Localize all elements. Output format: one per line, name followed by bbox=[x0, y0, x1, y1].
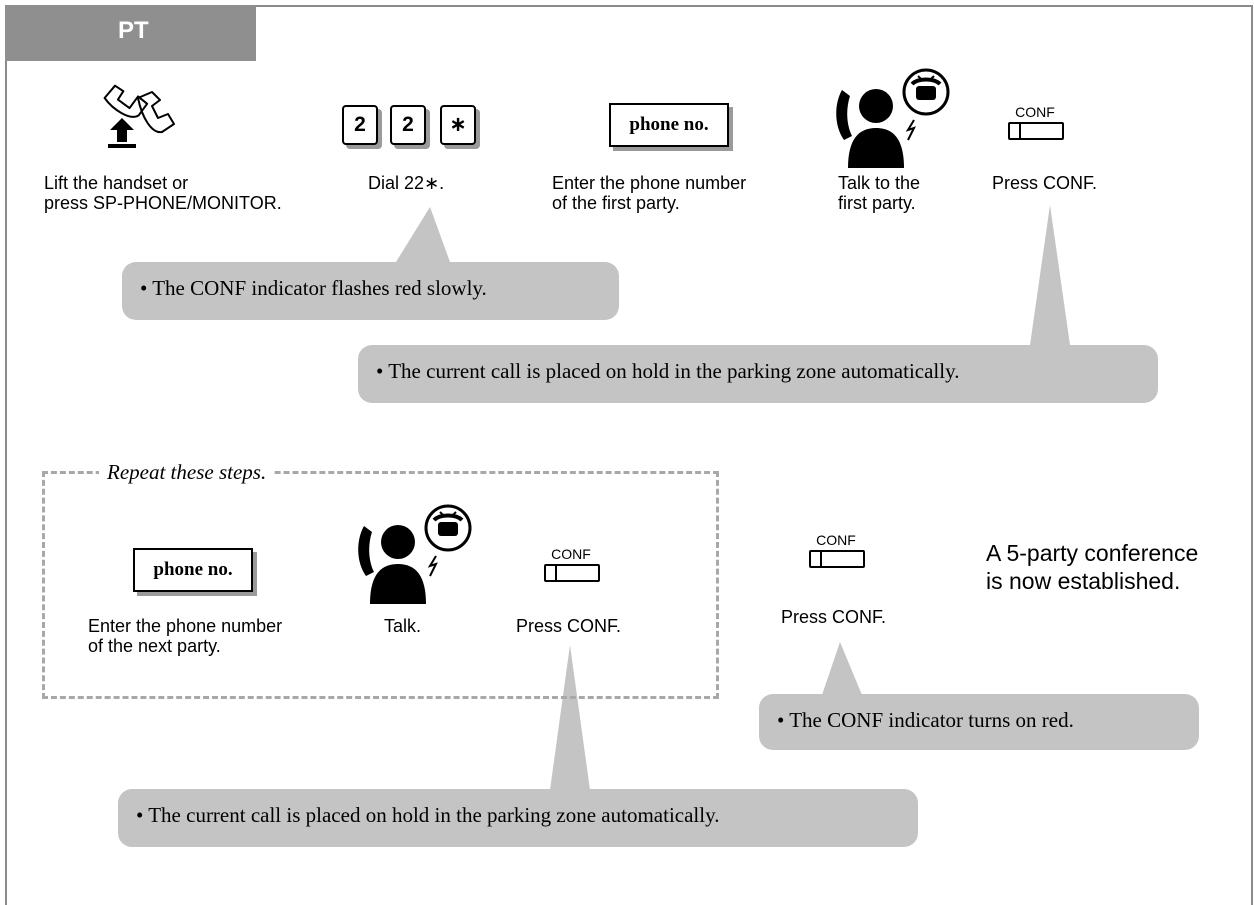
step-enter-next-caption: Enter the phone number of the next party… bbox=[88, 616, 283, 656]
handset-lift-icon bbox=[103, 84, 175, 148]
note-turns-on-red-text: • The CONF indicator turns on red. bbox=[777, 708, 1074, 732]
repeat-steps-box bbox=[42, 471, 719, 699]
conf-key-top: CONF bbox=[1004, 104, 1066, 144]
conf-key-final-label: CONF bbox=[816, 532, 856, 548]
step-talk-repeat-caption: Talk. bbox=[384, 616, 422, 636]
note-flashes-red: • The CONF indicator flashes red slowly. bbox=[122, 262, 619, 320]
phone-no-box-repeat: phone no. bbox=[133, 548, 253, 592]
result-text: A 5-party conference is now established. bbox=[986, 540, 1199, 594]
conf-key-repeat: CONF bbox=[540, 546, 602, 586]
page-frame bbox=[5, 5, 1253, 905]
note-hold-top: • The current call is placed on hold in … bbox=[358, 345, 1158, 403]
key-2-second: 2 bbox=[390, 105, 426, 145]
repeat-steps-label: Repeat these steps. bbox=[99, 460, 275, 485]
conf-button-repeat-icon bbox=[544, 564, 600, 582]
pointer-conf-repeat bbox=[550, 645, 590, 790]
pt-tab: PT bbox=[5, 5, 256, 61]
key-2-first: 2 bbox=[342, 105, 378, 145]
step-talk-caption: Talk to the first party. bbox=[838, 173, 921, 213]
step-dial-caption: Dial 22∗. bbox=[368, 173, 445, 193]
conf-button-final-icon bbox=[809, 550, 865, 568]
conf-key-repeat-label: CONF bbox=[551, 546, 591, 562]
note-hold-bottom: • The current call is placed on hold in … bbox=[118, 789, 918, 847]
pointer-conf-final bbox=[822, 642, 862, 695]
phone-no-box: phone no. bbox=[609, 103, 729, 147]
talk-icon-repeat bbox=[358, 504, 472, 604]
note-flashes-red-text: • The CONF indicator flashes red slowly. bbox=[140, 276, 487, 300]
key-asterisk: ∗ bbox=[440, 105, 476, 145]
conf-key-final: CONF bbox=[805, 532, 867, 572]
step-conf-caption: Press CONF. bbox=[992, 173, 1098, 193]
pointer-dial bbox=[396, 207, 450, 262]
note-hold-bottom-text: • The current call is placed on hold in … bbox=[136, 803, 720, 827]
step-conf-final-caption: Press CONF. bbox=[781, 607, 887, 627]
conf-key-label: CONF bbox=[1015, 104, 1055, 120]
step-conf-repeat-caption: Press CONF. bbox=[516, 616, 622, 636]
pt-tab-label: PT bbox=[118, 17, 149, 44]
step-enter-caption: Enter the phone number of the first part… bbox=[552, 173, 747, 213]
note-turns-on-red: • The CONF indicator turns on red. bbox=[759, 694, 1199, 750]
note-hold-top-text: • The current call is placed on hold in … bbox=[376, 359, 960, 383]
pointer-conf-top bbox=[1030, 205, 1070, 345]
conf-button-icon bbox=[1008, 122, 1064, 140]
talk-icon bbox=[836, 68, 950, 168]
step-lift-caption: Lift the handset or press SP-PHONE/MONIT… bbox=[44, 173, 282, 213]
